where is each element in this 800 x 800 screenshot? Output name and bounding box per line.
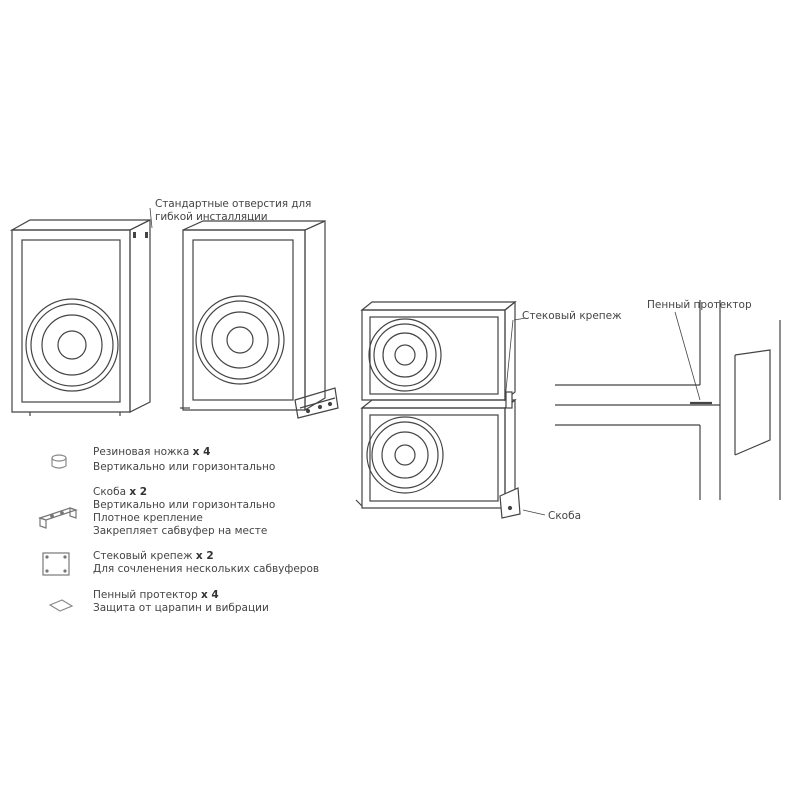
accessory-desc: Защита от царапин и вибрации (93, 602, 269, 614)
accessory-qty: x 4 (200, 589, 219, 601)
rubber-foot-icon (51, 454, 67, 469)
stacked-subwoofers (355, 300, 521, 519)
accessory-qty: x 2 (195, 550, 214, 562)
accessory-desc: Плотное крепление (93, 512, 203, 524)
callout-stack-mount: Стековый крепеж (522, 310, 622, 322)
callout-mounting-holes: Стандартные отверстия для гибкой инсталл… (155, 198, 312, 223)
accessory-title: Резиновая ножка x 4 (93, 446, 211, 458)
subwoofer-vertical-bracket (180, 220, 339, 419)
accessory-desc: Вертикально или горизонтально (93, 461, 276, 473)
foam-pad-icon (48, 599, 74, 612)
accessory-desc: Закрепляет сабвуфер на месте (93, 525, 268, 537)
wall-corner-detail (555, 300, 781, 500)
accessory-rubber-foot: Резиновая ножка x 4 Вертикально или гори… (93, 446, 275, 474)
callout-bracket: Скоба (548, 510, 582, 522)
subwoofer-vertical-left (9, 219, 151, 416)
accessory-desc: Для сочленения нескольких сабвуферов (93, 563, 320, 575)
accessory-desc: Вертикально или горизонтально (93, 499, 276, 511)
accessory-qty: x 4 (192, 446, 211, 458)
accessory-title: Скоба x 2 (93, 486, 148, 498)
callout-foam-protector: Пенный протектор (647, 299, 752, 311)
leader-lines (149, 207, 701, 516)
accessory-foam-pad: Пенный протектор x 4 Защита от царапин и… (93, 589, 269, 615)
bracket-icon (38, 507, 78, 529)
accessory-stack-plate: Стековый крепеж x 2 Для сочленения неско… (93, 550, 319, 576)
accessory-title: Пенный протектор x 4 (93, 589, 219, 601)
accessory-title: Стековый крепеж x 2 (93, 550, 214, 562)
accessory-bracket: Скоба x 2 Вертикально или горизонтально … (93, 486, 275, 538)
stack-plate-icon (42, 552, 70, 576)
accessory-qty: x 2 (129, 486, 148, 498)
